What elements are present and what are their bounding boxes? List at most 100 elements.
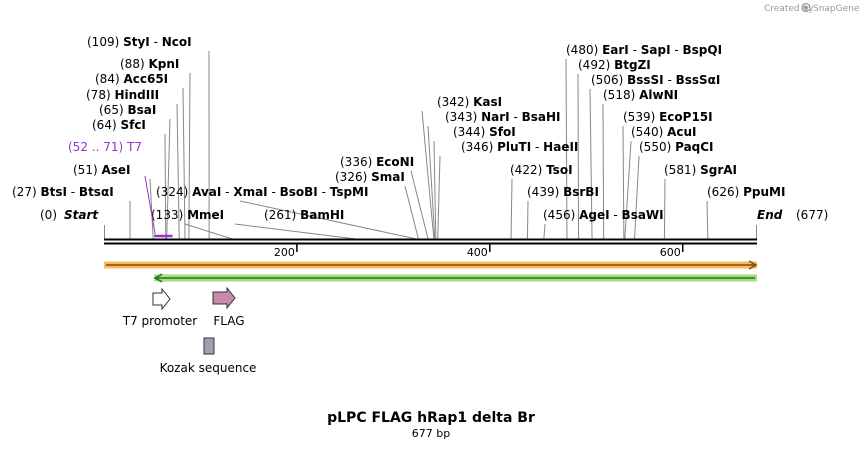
enzyme-position: (343) — [445, 110, 481, 124]
enzyme-separator: - — [664, 73, 676, 87]
enzyme-separator: - — [268, 185, 280, 199]
enzyme-position: (550) — [639, 140, 675, 154]
enzyme-label-agei[interactable]: (456) AgeI - BsaWI — [543, 208, 664, 222]
enzyme-label-ppumi[interactable]: (626) PpuMI — [707, 185, 785, 199]
credit-brand: SnapGene — [813, 4, 860, 14]
feature-flag[interactable]: FLAG — [213, 288, 245, 328]
enzyme-label-btgzi[interactable]: (492) BtgZI — [578, 58, 651, 72]
orf-track-forward[interactable] — [104, 261, 757, 269]
enzyme-name: BsoBI — [280, 185, 318, 199]
enzyme-name: SmaI — [371, 170, 405, 184]
leader-bsrbi — [527, 201, 528, 239]
enzyme-position: (84) — [95, 72, 123, 86]
enzyme-label-avai[interactable]: (324) AvaI - XmaI - BsoBI - TspMI — [156, 185, 368, 199]
enzyme-name: TspMI — [330, 185, 369, 199]
enzyme-label-asei[interactable]: (51) AseI — [73, 163, 131, 177]
orf-tracks — [104, 261, 757, 282]
enzyme-label-alwni[interactable]: (518) AlwNI — [603, 88, 678, 102]
enzyme-label-acc65i[interactable]: (84) Acc65I — [95, 72, 168, 86]
start-position: (0) — [40, 208, 57, 222]
enzyme-position: (88) — [120, 57, 148, 71]
enzyme-position: (581) — [664, 163, 700, 177]
enzyme-name: HaeII — [543, 140, 578, 154]
enzyme-name: BspQI — [683, 43, 723, 57]
enzyme-label-styi[interactable]: (109) StyI - NcoI — [87, 35, 192, 49]
feature-label: Kozak sequence — [160, 361, 257, 375]
enzyme-label-sfoi[interactable]: (344) SfoI — [453, 125, 516, 139]
enzyme-separator: - — [318, 185, 330, 199]
enzyme-label-econi[interactable]: (336) EcoNI — [340, 155, 414, 169]
enzyme-position: (326) — [335, 170, 371, 184]
feature-label: FLAG — [213, 314, 244, 328]
enzyme-label-bsrbi[interactable]: (439) BsrBI — [527, 185, 599, 199]
enzyme-position: (422) — [510, 163, 546, 177]
enzyme-position: (539) — [623, 110, 659, 124]
enzyme-separator: - — [67, 185, 79, 199]
enzyme-name: PpuMI — [743, 185, 785, 199]
enzyme-label-pluti[interactable]: (346) PluTI - HaeII — [461, 140, 578, 154]
enzyme-position: (109) — [87, 35, 123, 49]
enzyme-position: (439) — [527, 185, 563, 199]
enzyme-label-kpni[interactable]: (88) KpnI — [120, 57, 179, 71]
feature-label: T7 promoter — [122, 314, 198, 328]
enzyme-name: AvaI — [192, 185, 221, 199]
enzyme-name: BssSI — [627, 73, 664, 87]
enzyme-label-eari[interactable]: (480) EarI - SapI - BspQI — [566, 43, 722, 57]
enzyme-name: HindIII — [114, 88, 159, 102]
enzyme-label-sfci[interactable]: (64) SfcI — [92, 118, 146, 132]
enzyme-label-nari[interactable]: (343) NarI - BsaHI — [445, 110, 561, 124]
enzyme-name: SgrAI — [700, 163, 737, 177]
feature-kozak-sequence[interactable]: Kozak sequence — [160, 338, 257, 375]
primer-label: (52 .. 71) T7 — [68, 140, 142, 154]
start-label: Start — [64, 208, 99, 222]
enzyme-separator: - — [150, 35, 162, 49]
enzyme-name: SfoI — [489, 125, 516, 139]
enzyme-name: MmeI — [187, 208, 224, 222]
features: T7 promoter FLAG Kozak sequence — [122, 288, 257, 375]
enzyme-name: KasI — [473, 95, 502, 109]
enzyme-label-tsoi[interactable]: (422) TsoI — [510, 163, 573, 177]
feature-arrow-icon — [213, 288, 235, 308]
enzyme-label-paqci[interactable]: (550) PaqCI — [639, 140, 714, 154]
enzyme-name: AcuI — [667, 125, 696, 139]
leader-ecop15i — [623, 126, 624, 239]
enzyme-name: BsaWI — [622, 208, 664, 222]
enzyme-name: PluTI — [497, 140, 531, 154]
enzyme-label-bsssi[interactable]: (506) BssSI - BssSαI — [591, 73, 720, 87]
enzyme-position: (480) — [566, 43, 602, 57]
tick-label-600: 600 — [660, 246, 681, 259]
enzyme-label-smai[interactable]: (326) SmaI — [335, 170, 405, 184]
enzyme-name: NcoI — [162, 35, 192, 49]
enzyme-label-bsai[interactable]: (65) BsaI — [99, 103, 156, 117]
enzyme-label-sgrai[interactable]: (581) SgrAI — [664, 163, 737, 177]
enzyme-name: SapI — [641, 43, 671, 57]
enzyme-position: (336) — [340, 155, 376, 169]
leader-acui — [625, 141, 631, 239]
enzyme-position: (133) — [151, 208, 187, 222]
feature-t7-promoter[interactable]: T7 promoter — [122, 289, 198, 328]
end-label: End — [757, 208, 783, 222]
enzyme-label-btsi[interactable]: (27) BtsI - BtsαI — [12, 185, 114, 199]
enzyme-label-bamhi[interactable]: (261) BamHI — [264, 208, 344, 222]
enzyme-name: EarI — [602, 43, 629, 57]
enzyme-label-hindiii[interactable]: (78) HindIII — [86, 88, 159, 102]
map-length: 677 bp — [412, 427, 450, 440]
enzyme-separator: - — [531, 140, 543, 154]
enzyme-name: BsaHI — [522, 110, 561, 124]
enzyme-label-ecop15i[interactable]: (539) EcoP15I — [623, 110, 713, 124]
enzyme-label-acui[interactable]: (540) AcuI — [631, 125, 697, 139]
enzyme-name: BtsI — [40, 185, 67, 199]
enzyme-name: BssSαI — [676, 73, 721, 87]
enzyme-position: (65) — [99, 103, 127, 117]
enzyme-name: BsaI — [127, 103, 156, 117]
enzyme-label-kasi[interactable]: (342) KasI — [437, 95, 502, 109]
enzyme-label-mmei[interactable]: (133) MmeI — [151, 208, 224, 222]
orf-track-reverse[interactable] — [154, 274, 757, 282]
enzyme-name: PaqCI — [675, 140, 713, 154]
enzyme-position: (492) — [578, 58, 614, 72]
enzyme-position: (456) — [543, 208, 579, 222]
enzyme-position: (506) — [591, 73, 627, 87]
